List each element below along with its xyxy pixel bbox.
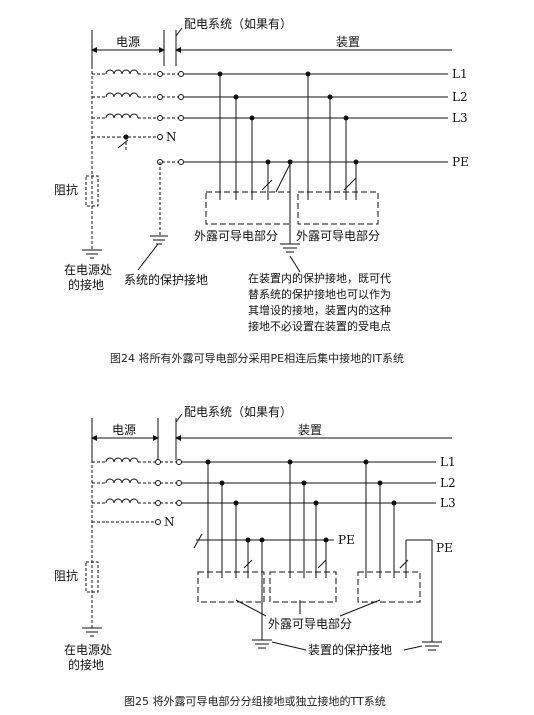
- fig25-source-label: 电源: [112, 423, 136, 437]
- fig25-coil-l1: [105, 457, 139, 463]
- fig24-equipment-box-2: [297, 191, 379, 225]
- fig24-exposed-label-2: 外露可导电部分: [296, 228, 380, 243]
- fig24-note-3: 其增设的接地，装置内的这种: [248, 303, 391, 317]
- fig24-system-earth-label: 系统的保护接地: [124, 272, 208, 287]
- fig25-label-l3: L3: [440, 496, 456, 510]
- fig24-label-l2: L2: [452, 90, 468, 104]
- fig25-label-l2: L2: [440, 476, 456, 490]
- fig25-source-earth-1: 在电源处: [64, 643, 112, 657]
- fig24-caption: 图24 将所有外露可导电部分采用PE相连后集中接地的IT系统: [110, 351, 404, 365]
- fig24-note-1: 在装置内的保护接地，既可代: [248, 271, 391, 285]
- fig25-exposed-label: 外露可导电部分: [268, 616, 352, 631]
- fig24-note-4: 接地不必设置在装置的受电点: [248, 319, 391, 333]
- fig24-source-earth-1: 在电源处: [64, 263, 112, 277]
- fig25-source-earth-symbol: [82, 627, 102, 637]
- figure-24: 电源 配电系统（如果有） 装置: [54, 16, 469, 365]
- fig25-equipment-box-3: [357, 571, 421, 603]
- fig24-label-pe: PE: [452, 155, 469, 169]
- fig25-label-l1: L1: [440, 455, 456, 469]
- fig25-coil-l3: [105, 498, 139, 504]
- fig24-equipment-label: 装置: [336, 35, 360, 49]
- fig25-label-pe-1: PE: [338, 533, 355, 547]
- fig25-source-earth-2: 的接地: [68, 657, 104, 672]
- fig24-label-l3: L3: [452, 111, 468, 125]
- fig24-distribution-label: 配电系统（如果有）: [184, 16, 292, 31]
- fig24-header-dimension: 电源 配电系统（如果有） 装置: [91, 16, 452, 66]
- fig25-impedance: [85, 561, 99, 593]
- fig24-source-label: 电源: [116, 35, 140, 49]
- fig25-coil-l2: [105, 478, 139, 484]
- fig25-label-pe-2: PE: [436, 541, 453, 555]
- fig24-exposed-label-1: 外露可导电部分: [194, 228, 278, 243]
- fig24-source-earth-2: 的接地: [68, 277, 104, 292]
- fig24-source-earth-symbol: [82, 249, 102, 259]
- fig25-equipment-earth-label: 装置的保护接地: [308, 642, 392, 657]
- fig25-header-dimension: 电源 配电系统（如果有） 装置: [91, 404, 452, 460]
- fig24-label-l1: L1: [452, 67, 468, 81]
- fig24-note-2: 替系统的保护接地也可以作为: [248, 287, 391, 301]
- fig24-impedance: [85, 175, 99, 207]
- fig25-label-n: N: [164, 515, 175, 529]
- fig25-caption: 图25 将外露可导电部分分组接地或独立接地的TT系统: [124, 694, 386, 708]
- fig24-impedance-label: 阻抗: [54, 182, 78, 197]
- figure-25: 电源 配电系统（如果有） 装置 L1 L2 L3 N PE: [54, 404, 456, 708]
- fig25-distribution-label: 配电系统（如果有）: [184, 404, 292, 419]
- fig24-coil-l3: [105, 113, 139, 119]
- fig25-equipment-box-2: [269, 571, 337, 603]
- fig25-equipment-label: 装置: [298, 423, 322, 437]
- fig25-equipment-box-1: [197, 571, 265, 603]
- fig24-coil-l1: [105, 69, 139, 75]
- fig25-impedance-label: 阻抗: [54, 568, 78, 583]
- fig24-equipment-box-1: [205, 191, 291, 225]
- fig24-label-n: N: [166, 130, 177, 144]
- fig24-coil-l2: [105, 92, 139, 98]
